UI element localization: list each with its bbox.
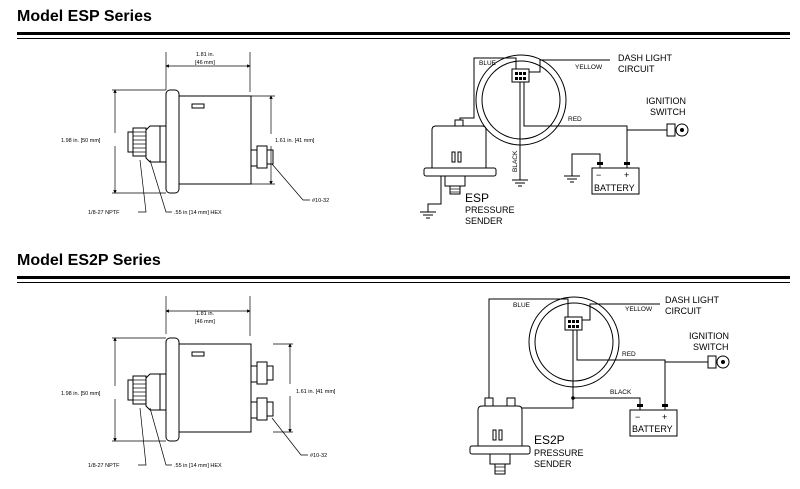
wire-label-black: BLACK [512, 150, 519, 172]
sender-label-1: PRESSURE [465, 205, 515, 215]
section-rule-thin [17, 282, 790, 283]
yellow-wire [529, 59, 610, 73]
height-label: 1.98 in. [50 mm] [61, 391, 101, 397]
section-title-esp: Model ESP Series [17, 8, 152, 25]
gauge-face-outer [528, 296, 620, 388]
width-label-in: 1.81 in. [196, 311, 215, 317]
fitting-tip [127, 379, 134, 401]
ignition-label-1: IGNITION [689, 331, 729, 341]
battery-minus: − [596, 170, 601, 180]
ignition-switch-body [707, 355, 717, 369]
battery-icon [591, 167, 640, 195]
stud-label: #10-32 [310, 453, 327, 459]
sender-ground-wire [427, 176, 442, 212]
wire-label-blue: BLUE [479, 60, 497, 67]
esp-gauge-side-view: 1.81 in. [46 mm] 1.98 in. [50 mm] [61, 52, 329, 216]
depth-label: 1.61 in. [41 mm] [275, 138, 315, 144]
sender-label-2: SENDER [465, 216, 503, 226]
sender-label-1: PRESSURE [534, 448, 584, 458]
section-rule-thin [17, 38, 790, 39]
esp-pressure-sender [423, 119, 497, 195]
ignition-label-2: SWITCH [650, 107, 686, 117]
ignition-label-2: SWITCH [693, 342, 729, 352]
hex-label: .55 in [14 mm] HEX [174, 210, 222, 216]
rear-terminal-base [250, 401, 258, 419]
terminal-nut [256, 397, 268, 421]
black-wire [572, 330, 641, 404]
red-wire [523, 82, 667, 131]
sender-model-label: ESP [465, 191, 489, 205]
stud-leader [271, 417, 308, 456]
dash-light-label-1: DASH LIGHT [665, 295, 720, 305]
wire-label-yellow: YELLOW [575, 64, 603, 71]
stud-label: #10-32 [312, 198, 329, 204]
thread-label: 1/8-27 NPTF [88, 463, 120, 469]
wire-label-red: RED [622, 351, 636, 358]
section-rule-thick [17, 32, 790, 35]
mounting-clamp [145, 373, 161, 411]
rear-terminal-base [250, 365, 258, 383]
dash-light-label-2: CIRCUIT [618, 64, 655, 74]
blue-wire [459, 57, 517, 124]
red-wire [576, 330, 708, 363]
gauge-face-inner [481, 60, 561, 140]
hex-label: .55 in [14 mm] HEX [174, 463, 222, 469]
gauge-body [178, 95, 252, 185]
blue-wire [488, 298, 569, 400]
gauge-terminal-block [511, 68, 530, 83]
stud-leader [271, 163, 310, 201]
hex-leader [149, 407, 172, 466]
dash-light-label-2: CIRCUIT [665, 306, 702, 316]
wire-label-red: RED [568, 116, 582, 123]
es2p-wiring-diagram: BLUE YELLOW DASH LIGHT CIRCUIT RED IGNIT… [469, 295, 730, 475]
ignition-switch-body [666, 123, 676, 137]
width-label-mm: [46 mm] [195, 60, 215, 66]
battery-label: BATTERY [594, 183, 635, 193]
gauge-terminal-block [564, 316, 583, 331]
thread-leader [138, 159, 147, 213]
battery-ground-wire [571, 153, 601, 176]
terminal-nut [256, 145, 268, 169]
battery-icon [629, 409, 678, 437]
gauge-face-inner [534, 302, 614, 382]
height-label: 1.98 in. [50 mm] [61, 138, 101, 144]
mounting-clamp [145, 125, 161, 163]
thread-leader [138, 407, 147, 466]
sender-model-label: ES2P [534, 433, 565, 447]
es2p-gauge-side-view: 1.81 in. [46 mm] 1.98 in. [50 mm] 1.61 i [61, 296, 336, 469]
hex-leader [149, 159, 172, 213]
esp-wiring-diagram: BLUE YELLOW DASH LIGHT CIRCUIT RED IGNIT… [420, 53, 689, 226]
terminal-stud [266, 149, 274, 165]
battery-minus: − [635, 412, 640, 422]
wire-label-yellow: YELLOW [625, 306, 653, 313]
terminal-stud [266, 401, 274, 417]
depth-label: 1.61 in. [41 mm] [296, 389, 336, 395]
dash-light-label-1: DASH LIGHT [618, 53, 673, 63]
gauge-slot [191, 103, 205, 109]
battery-label: BATTERY [632, 424, 673, 434]
thread-label: 1/8-27 NPTF [88, 210, 120, 216]
fitting-tip [127, 131, 134, 153]
battery-plus: + [662, 412, 667, 422]
wire-label-black: BLACK [610, 389, 632, 396]
gauge-bezel [165, 89, 180, 194]
gauge-face-outer [475, 54, 567, 146]
sender-label-2: SENDER [534, 459, 572, 469]
yellow-wire [582, 303, 660, 321]
wire-label-blue: BLUE [513, 302, 531, 309]
gauge-body [178, 343, 252, 433]
terminal-nut [256, 361, 268, 385]
battery-plus: + [624, 170, 629, 180]
gauge-slot [191, 351, 205, 357]
section-title-es2p: Model ES2P Series [17, 252, 161, 269]
gauge-bezel [165, 337, 180, 442]
ignition-label-1: IGNITION [646, 96, 686, 106]
width-label-mm: [46 mm] [195, 319, 215, 325]
width-label-in: 1.81 in. [196, 52, 215, 58]
terminal-stud [266, 365, 274, 381]
es2p-pressure-sender [469, 397, 531, 475]
rear-terminal-base [250, 149, 258, 167]
section-rule-thick [17, 276, 790, 279]
